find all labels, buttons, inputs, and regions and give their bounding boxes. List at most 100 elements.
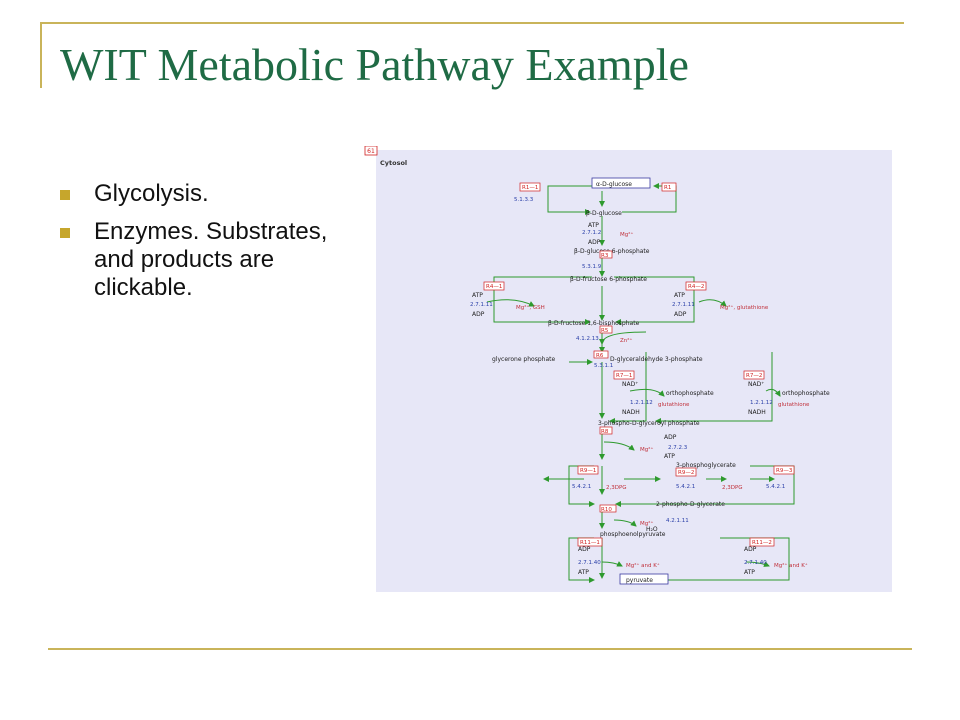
reaction-label: R8: [601, 429, 609, 435]
reaction-r9-3[interactable]: R9—3: [773, 465, 795, 475]
cofactor-nadh[interactable]: NADH: [748, 409, 766, 416]
cofactor-atp[interactable]: ATP: [664, 453, 675, 460]
cofactor-adp[interactable]: ADP: [674, 311, 687, 318]
enzyme-2-7-1-11[interactable]: 2.7.1.11: [470, 302, 493, 308]
enzyme-2-7-1-40[interactable]: 2.7.1.40: [744, 560, 767, 566]
metabolite-phosphoglyceroyl-phosphate[interactable]: 3-phospho-D-glyceroyl phosphate: [598, 420, 700, 427]
enzyme-2-7-2-3[interactable]: 2.7.2.3: [668, 445, 688, 451]
cofactor-mg-k[interactable]: Mg²⁺ and K⁺: [626, 562, 660, 569]
bullet-item: Enzymes. Substrates, and products are cl…: [60, 218, 330, 302]
reaction-r4-1[interactable]: R4—1: [483, 281, 505, 291]
reaction-label: R9—2: [678, 470, 694, 476]
cofactor-water[interactable]: H₂O: [646, 526, 658, 533]
enzyme-1-2-1-12[interactable]: 1.2.1.12: [750, 400, 773, 406]
enzyme-2-7-1-11[interactable]: 2.7.1.11: [672, 302, 695, 308]
cofactor-adp[interactable]: ADP: [744, 546, 757, 553]
enzyme-5-3-1-9[interactable]: 5.3.1.9: [582, 264, 602, 270]
reaction-r8[interactable]: R8: [599, 426, 613, 435]
reaction-label: R7—2: [746, 373, 762, 379]
reaction-label: R1—1: [522, 185, 538, 191]
reaction-r7-2[interactable]: R7—2: [743, 370, 765, 380]
reaction-label: R7—1: [616, 373, 632, 379]
cofactor-nad[interactable]: NAD⁺: [748, 381, 764, 388]
cofactor-adp[interactable]: ADP: [664, 434, 677, 441]
bottom-frame-line: [48, 648, 912, 650]
reaction-label: R9—3: [776, 468, 793, 474]
reaction-label: R1: [664, 185, 671, 191]
enzyme-1-2-1-12[interactable]: 1.2.1.12: [630, 400, 653, 406]
metabolite-glycerone-phosphate[interactable]: glycerone phosphate: [492, 356, 555, 363]
metabolite-pyruvate[interactable]: pyruvate: [626, 577, 653, 584]
enzyme-4-1-2-13[interactable]: 4.1.2.13: [576, 336, 599, 342]
cofactor-atp[interactable]: ATP: [472, 292, 483, 299]
cofactor-orthophosphate[interactable]: orthophosphate: [666, 390, 714, 397]
cofactor-nadh[interactable]: NADH: [622, 409, 640, 416]
cofactor-atp[interactable]: ATP: [674, 292, 685, 299]
cofactor-glutathione[interactable]: glutathione: [658, 402, 690, 408]
reaction-r11-2[interactable]: R11—2: [749, 537, 775, 547]
enzyme-5-3-1-1[interactable]: 5.3.1.1: [594, 363, 613, 369]
metabolite-3-phosphoglycerate[interactable]: 3-phosphoglycerate: [676, 462, 736, 469]
cofactor-atp[interactable]: ATP: [744, 569, 755, 576]
enzyme-2-7-1-40[interactable]: 2.7.1.40: [578, 560, 601, 566]
cofactor-magnesium[interactable]: Mg²⁺: [640, 446, 653, 453]
cofactor-mg-gsh[interactable]: Mg²⁺, GSH: [516, 304, 545, 311]
reaction-r3[interactable]: R3: [599, 250, 613, 259]
reaction-r9-2[interactable]: R9—2: [675, 467, 697, 477]
reaction-label: R10: [601, 507, 612, 513]
reaction-r10[interactable]: R10: [599, 504, 617, 513]
cofactor-magnesium[interactable]: Mg²⁺: [640, 520, 653, 527]
cofactor-adp[interactable]: ADP: [578, 546, 591, 553]
cofactor-adp[interactable]: ADP: [588, 239, 601, 246]
reaction-r9-1[interactable]: R9—1: [577, 465, 599, 475]
reaction-label: R11—1: [580, 540, 600, 546]
panel-id: 61: [367, 148, 375, 155]
cofactor-atp[interactable]: ATP: [588, 222, 599, 229]
pathway-diagram: 61 Cytosol: [364, 146, 892, 592]
cofactor-magnesium[interactable]: Mg²⁺: [620, 231, 633, 238]
enzyme-5-4-2-1[interactable]: 5.4.2.1: [766, 484, 785, 490]
cofactor-mg-glutathione[interactable]: Mg²⁺, glutathione: [720, 304, 769, 311]
cofactor-zinc[interactable]: Zn²⁺: [620, 337, 632, 344]
cofactor-mg-k[interactable]: Mg²⁺ and K⁺: [774, 562, 808, 569]
bullet-list: Glycolysis. Enzymes. Substrates, and pro…: [60, 180, 330, 312]
cofactor-glutathione[interactable]: glutathione: [778, 402, 810, 408]
reaction-r5[interactable]: R5: [599, 325, 613, 334]
reaction-r7-1[interactable]: R7—1: [613, 370, 635, 380]
enzyme-5-1-3-3[interactable]: 5.1.3.3: [514, 197, 534, 203]
bullet-square-icon: [60, 228, 70, 238]
enzyme-4-2-1-11[interactable]: 4.2.1.11: [666, 518, 689, 524]
reaction-r4-2[interactable]: R4—2: [685, 281, 707, 291]
reaction-r1-1[interactable]: R1—1: [519, 182, 541, 192]
reaction-label: R9—1: [580, 468, 596, 474]
compartment-label: Cytosol: [380, 159, 407, 167]
metabolite-beta-d-glucose[interactable]: β-D-glucose: [586, 210, 622, 217]
top-frame-line: [40, 22, 904, 24]
cofactor-2-3-dpg[interactable]: 2,3DPG: [722, 485, 743, 491]
metabolite-fructose-bisphosphate[interactable]: β-D-fructose 1,6-bisphosphate: [548, 320, 640, 327]
reaction-r11-1[interactable]: R11—1: [577, 537, 603, 547]
cofactor-orthophosphate[interactable]: orthophosphate: [782, 390, 830, 397]
metabolite-fructose-6-phosphate[interactable]: β-D-fructose 6-phosphate: [570, 276, 647, 283]
reaction-label: R4—1: [486, 284, 502, 290]
cofactor-adp[interactable]: ADP: [472, 311, 485, 318]
bullet-square-icon: [60, 190, 70, 200]
cofactor-atp[interactable]: ATP: [578, 569, 589, 576]
metabolite-alpha-d-glucose[interactable]: α-D-glucose: [596, 181, 632, 188]
reaction-r1[interactable]: R1: [661, 182, 677, 192]
enzyme-2-7-1-2[interactable]: 2.7.1.2: [582, 230, 601, 236]
cofactor-2-3-dpg[interactable]: 2,3DPG: [606, 485, 627, 491]
bullet-item: Glycolysis.: [60, 180, 330, 208]
metabolite-glyceraldehyde-3-phosphate[interactable]: D-glyceraldehyde 3-phosphate: [610, 356, 703, 363]
bullet-text: Glycolysis.: [94, 180, 209, 207]
cofactor-nad[interactable]: NAD⁺: [622, 381, 638, 388]
reaction-label: R5: [601, 328, 609, 334]
reaction-label: R11—2: [752, 540, 772, 546]
enzyme-5-4-2-1[interactable]: 5.4.2.1: [676, 484, 695, 490]
bullet-text: Enzymes. Substrates, and products are cl…: [94, 218, 328, 301]
left-frame-line: [40, 22, 42, 88]
metabolite-2-phosphoglycerate[interactable]: 2-phospho-D-glycerate: [656, 501, 725, 508]
enzyme-5-4-2-1[interactable]: 5.4.2.1: [572, 484, 591, 490]
metabolite-phosphoenolpyruvate[interactable]: phosphoenolpyruvate: [600, 531, 666, 538]
reaction-r6[interactable]: R6: [593, 350, 609, 359]
